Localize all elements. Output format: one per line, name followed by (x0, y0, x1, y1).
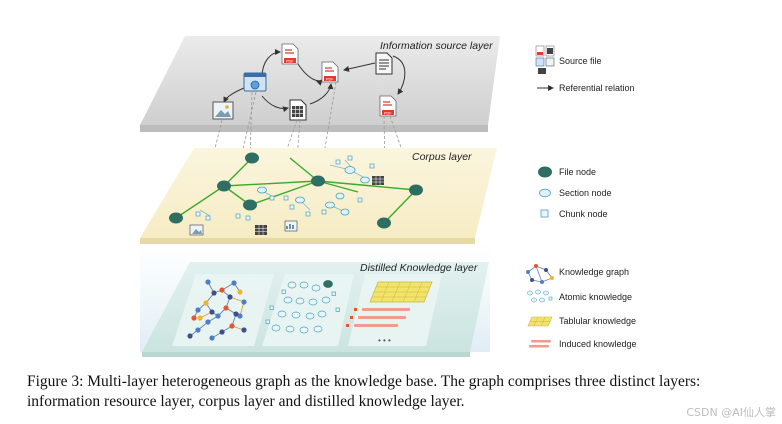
svg-text:PDF: PDF (286, 59, 294, 63)
chunk-node (289, 204, 295, 210)
figure-caption: Figure 3: Multi-layer heterogeneous grap… (27, 373, 701, 410)
chunk-node (245, 215, 251, 221)
atomic-knowledge-cluster (265, 280, 340, 334)
distilled-layer-title: Distilled Knowledge layer (360, 262, 478, 274)
embedded-table-icon (372, 176, 384, 185)
file-node (245, 152, 259, 164)
file-node (169, 212, 183, 224)
section-node (344, 166, 356, 174)
section-node-legend-icon (539, 188, 551, 198)
chunk-node (205, 215, 211, 221)
spreadsheet-icon (289, 99, 307, 121)
chunk-node (357, 197, 363, 203)
induced-knowledge-legend-icon (529, 340, 551, 348)
svg-text:PDF: PDF (326, 77, 334, 81)
section-node (295, 196, 305, 204)
embedded-chart-icon (284, 220, 298, 232)
knowledge-graph-cluster (187, 279, 247, 341)
tabular-knowledge-legend-icon (527, 316, 553, 327)
web-page-icon (243, 72, 267, 92)
section-node (325, 201, 335, 209)
distilled-knowledge-layer: Distilled Knowledge layer (142, 262, 489, 357)
legend-section-node: Section node (559, 188, 612, 198)
file-node-legend-icon (538, 166, 552, 178)
corpus-layer-title: Corpus layer (412, 151, 472, 163)
pdf-file-icon: PDF (281, 43, 299, 65)
file-node (377, 217, 391, 229)
file-node (217, 180, 231, 192)
chunk-node (283, 195, 289, 201)
chunk-node (347, 155, 353, 161)
knowledge-graph-legend-icon (526, 264, 554, 284)
svg-text:PDF: PDF (384, 111, 392, 115)
file-node (243, 199, 257, 211)
chunk-node (235, 213, 241, 219)
induced-knowledge-block: • • • (346, 308, 410, 345)
chunk-node-legend-icon (540, 209, 549, 218)
chunk-node (335, 159, 341, 165)
chunk-node (305, 211, 311, 217)
embedded-image-icon (189, 224, 204, 236)
legend-knowledge-graph: Knowledge graph (559, 267, 629, 277)
pdf-file-icon: PDF (321, 61, 339, 83)
watermark: CSDN @AI仙人掌 (686, 406, 776, 419)
source-file-legend-icon (535, 45, 555, 74)
corpus-layer-plane (140, 148, 497, 238)
chunk-node (195, 211, 201, 217)
legend: Source file Referential relation File no… (526, 45, 637, 349)
legend-file-node: File node (559, 167, 596, 177)
legend-atomic-knowledge: Atomic knowledge (559, 292, 632, 302)
chunk-node (269, 195, 275, 201)
atomic-knowledge-legend-icon (527, 289, 553, 303)
more-ellipsis: • • • (378, 336, 391, 345)
corpus-layer: Corpus layer (140, 148, 497, 244)
tabular-knowledge-block (369, 281, 433, 303)
information-source-layer: Information source layer PDF PDF (140, 36, 500, 132)
chunk-node (321, 209, 327, 215)
section-node (257, 186, 267, 194)
pdf-file-icon: PDF (379, 95, 397, 117)
legend-induced-knowledge: Induced knowledge (559, 339, 637, 349)
section-node (335, 192, 345, 200)
file-node-group (169, 152, 423, 229)
chunk-node (369, 163, 375, 169)
text-document-icon (375, 52, 393, 75)
section-node (360, 176, 370, 184)
source-layer-title: Information source layer (380, 40, 493, 52)
section-node (340, 208, 350, 216)
file-node (409, 184, 423, 196)
embedded-table-icon (255, 225, 267, 235)
legend-tabular-knowledge: Tablular knowledge (559, 316, 636, 326)
file-node (311, 175, 325, 187)
legend-source-file: Source file (559, 56, 602, 66)
legend-referential-relation: Referential relation (559, 83, 635, 93)
image-file-icon (212, 101, 234, 120)
legend-chunk-node: Chunk node (559, 209, 608, 219)
